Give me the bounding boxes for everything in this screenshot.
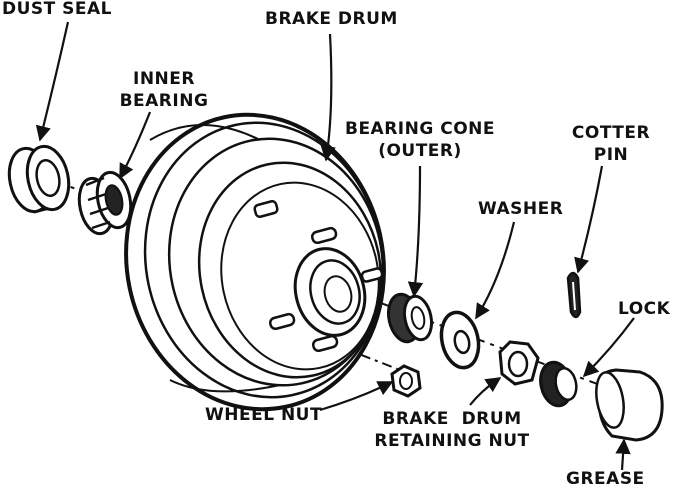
label-dust-seal: DUST SEAL	[2, 0, 113, 19]
label-inner-bearing-line1: INNER	[133, 69, 195, 89]
label-bearing-cone-outer: BEARING CONE (OUTER)	[338, 118, 502, 162]
grease-cap	[595, 368, 664, 442]
cotter-pin	[566, 271, 582, 319]
arrow-inner-bearing	[119, 111, 152, 180]
label-bearing-cone-line2: (OUTER)	[378, 141, 462, 161]
label-lock: LOCK	[618, 299, 671, 319]
arrow-brake-drum	[320, 33, 336, 162]
washer	[439, 310, 481, 370]
label-inner-bearing-line2: BEARING	[119, 91, 209, 111]
label-cotter-pin-line2: PIN	[593, 145, 629, 165]
arrow-bearing-cone	[407, 165, 424, 298]
arrow-grease	[615, 438, 631, 471]
arrow-cotter-pin	[574, 165, 604, 274]
inner-bearing	[77, 170, 133, 236]
wheel-nut	[390, 364, 422, 398]
label-wheel-nut: WHEEL NUT	[205, 405, 323, 425]
arrow-lock	[582, 317, 635, 378]
arrow-wheel-nut	[319, 381, 394, 412]
label-brake-drum: BRAKE DRUM	[265, 9, 398, 29]
bearing-cone-outer	[387, 292, 434, 344]
dust-seal	[7, 144, 71, 214]
label-retaining-nut: BRAKE DRUM RETAINING NUT	[368, 408, 536, 452]
label-cotter-pin: COTTER PIN	[566, 122, 656, 166]
label-washer: WASHER	[478, 199, 564, 219]
label-inner-bearing: INNER BEARING	[112, 68, 216, 112]
label-grease: GREASE	[566, 469, 645, 489]
label-retaining-nut-line1: BRAKE DRUM	[382, 409, 522, 429]
leader-arrows	[35, 21, 635, 471]
brake-drum-retaining-nut	[498, 340, 540, 386]
label-cotter-pin-line1: COTTER	[571, 123, 651, 143]
nut-lock	[539, 360, 578, 408]
label-retaining-nut-line2: RETAINING NUT	[374, 431, 530, 451]
brake-drum	[124, 112, 386, 412]
arrow-retaining-nut	[469, 377, 502, 406]
label-bearing-cone-line1: BEARING CONE	[344, 119, 495, 139]
arrow-washer	[475, 221, 516, 320]
arrow-dust-seal	[35, 21, 70, 142]
